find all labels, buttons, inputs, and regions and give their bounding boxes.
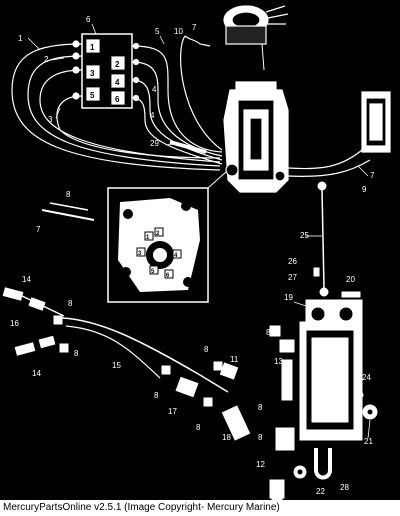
callout-17: 17	[168, 407, 177, 416]
callout-8-h: 8	[266, 328, 271, 337]
block-number-5: 5	[90, 91, 95, 100]
callout-6: 6	[86, 15, 91, 24]
block-number-6: 6	[115, 95, 120, 104]
callout-18: 18	[222, 433, 231, 442]
inset-number-5: 5	[151, 269, 155, 275]
callout-8-c: 8	[204, 345, 209, 354]
exploded-parts-diagram: 1 2 3 4 5 6	[2, 5, 391, 500]
callout-8-e: 8	[196, 423, 201, 432]
callout-4: 4	[150, 111, 155, 120]
pump-motor-assembly	[223, 5, 391, 193]
callout-8-b: 8	[74, 349, 79, 358]
callout-13: 13	[274, 357, 283, 366]
callout-4b: 4	[152, 85, 157, 94]
callout-3: 3	[48, 115, 53, 124]
block-number-4: 4	[115, 78, 120, 87]
detail-inset	[107, 171, 227, 303]
hose-routing-assembly	[11, 33, 223, 171]
callout-12: 12	[256, 460, 265, 469]
callout-8-left: 8	[66, 190, 71, 199]
callout-11: 11	[230, 355, 239, 364]
block-number-3: 3	[90, 69, 95, 78]
block-number-2: 2	[115, 60, 120, 69]
callout-7-right: 7	[370, 171, 375, 180]
callout-21: 21	[364, 437, 373, 446]
inset-number-6: 6	[166, 273, 170, 279]
callout-27: 27	[288, 273, 297, 282]
callout-22: 22	[316, 487, 325, 496]
block-number-1: 1	[90, 43, 95, 52]
callout-14-bottom: 14	[32, 369, 41, 378]
callout-19: 19	[284, 293, 293, 302]
callout-7-left: 7	[36, 225, 41, 234]
callout-2: 2	[44, 55, 49, 64]
callout-25: 25	[300, 231, 309, 240]
callout-8-g: 8	[258, 433, 263, 442]
callout-20: 20	[346, 275, 355, 284]
loose-parts	[2, 140, 378, 500]
callout-9: 9	[362, 185, 367, 194]
callout-8-d: 8	[154, 391, 159, 400]
callout-14-top: 14	[22, 275, 31, 284]
inset-number-4: 4	[174, 253, 178, 259]
callout-7-top: 7	[192, 23, 197, 32]
fitting-block	[81, 33, 133, 109]
inset-number-2: 2	[156, 231, 160, 237]
callout-26: 26	[288, 257, 297, 266]
callout-1: 1	[18, 34, 23, 43]
leader-lines	[27, 23, 371, 439]
image-caption: MercuryPartsOnline v2.5.1 (Image Copyrig…	[0, 500, 400, 516]
callout-16: 16	[10, 319, 19, 328]
callout-28: 28	[340, 483, 349, 492]
callout-8-f: 8	[258, 403, 263, 412]
callout-8-a: 8	[68, 299, 73, 308]
inset-number-3: 3	[138, 251, 142, 257]
inset-number-1: 1	[146, 235, 150, 241]
callout-10: 10	[174, 27, 183, 36]
callout-24: 24	[362, 373, 371, 382]
callout-29: 29	[150, 139, 159, 148]
callout-5: 5	[155, 27, 160, 36]
callout-15: 15	[112, 361, 121, 370]
